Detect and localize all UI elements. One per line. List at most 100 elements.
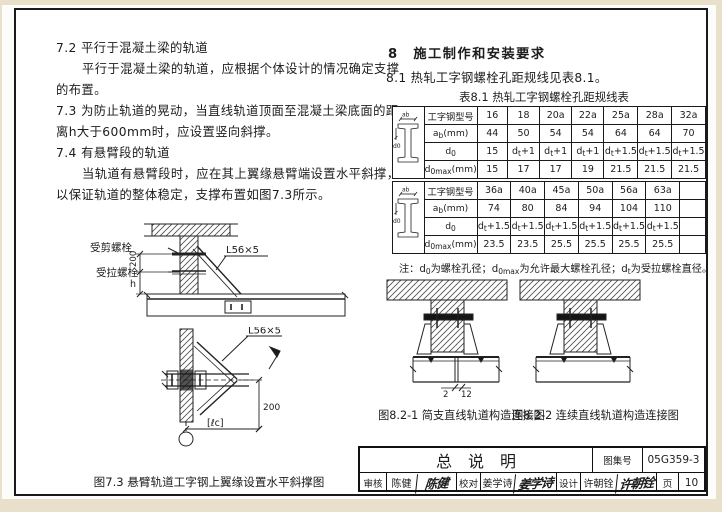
- table-cell: 15: [476, 142, 508, 161]
- table-cell: 25.5: [611, 235, 647, 254]
- row-label: d0max(mm): [423, 160, 478, 179]
- proofreader-name: 姜学诗: [480, 473, 514, 492]
- table-cell: dt+1.5: [645, 217, 681, 236]
- table-cell: 21.5: [603, 160, 639, 179]
- proofreader-label: 校对: [456, 473, 480, 492]
- shear-bolt-label: 受剪螺栓: [90, 241, 132, 254]
- table-cell: 50a: [577, 181, 613, 200]
- concrete-web: [563, 299, 598, 353]
- table-cell: 94: [577, 199, 613, 218]
- section-8-1-paragraph: 8.1 热轧工字钢螺栓孔距规线见表8.1。: [386, 71, 608, 85]
- table-cell: dt+1: [539, 142, 573, 161]
- table-cell: 25a: [603, 106, 639, 125]
- table-cell: dt+1.5: [510, 217, 546, 236]
- title-block: 总说明 图集号 05G359-3 审核 陈健 陈健 校对 姜学诗 姜学诗 设计 …: [358, 446, 706, 494]
- joint-gap-dim: 2: [443, 390, 448, 400]
- table-cell: 54: [571, 124, 605, 143]
- table-cell: 21.5: [637, 160, 673, 179]
- row-label: ab(mm): [423, 199, 478, 218]
- table-cell: 64: [637, 124, 673, 143]
- reviewer-signature: 陈健: [415, 471, 457, 494]
- atlas-number-label: 图集号: [592, 448, 642, 472]
- angle-size-label: L56×5: [226, 245, 259, 256]
- table-cell: dt+1.5: [611, 217, 647, 236]
- designer-name: 许朝铨: [580, 473, 616, 492]
- table-cell: dt+1.5: [671, 142, 706, 161]
- table-cell: 16: [476, 106, 508, 125]
- table-cell: 28a: [637, 106, 673, 125]
- row-label: d0max(mm): [423, 235, 478, 254]
- table-cell: 18: [506, 106, 541, 125]
- dim-200-label: 200: [129, 251, 139, 267]
- table-cell: 54: [539, 124, 573, 143]
- table-8-1-title: 表8.1 热轧工字钢螺栓孔距规线表: [459, 90, 629, 104]
- table-cell: dt+1: [506, 142, 541, 161]
- concrete-web: [179, 235, 199, 295]
- table-cell: 22a: [571, 106, 605, 125]
- row-label: 工字钢型号: [423, 181, 478, 200]
- paper-sheet: 7.2 平行于混凝土梁的轨道 平行于混凝土梁的轨道，应根据个体设计的情况确定支撑…: [2, 5, 716, 499]
- row-label: 工字钢型号: [423, 106, 478, 125]
- table-cell: [679, 217, 706, 236]
- grid-bubble: [178, 431, 194, 447]
- paragraph-line: 的布置。: [56, 83, 107, 97]
- row-label: d0: [423, 142, 478, 161]
- designer-label: 设计: [556, 473, 580, 492]
- table-cell: 63a: [645, 181, 681, 200]
- reviewer-name: 陈健: [386, 473, 416, 492]
- table-cell: dt+1.5: [637, 142, 673, 161]
- table-cell: 50: [506, 124, 541, 143]
- table-cell: [679, 235, 706, 254]
- table-cell: 17: [506, 160, 541, 179]
- table-cell: dt+1: [571, 142, 605, 161]
- diagram-dim-do: d0: [393, 218, 401, 225]
- figure-7-3-caption: 图7.3 悬臂轨道工字钢上翼缘设置水平斜撑图: [93, 475, 325, 489]
- figure-8-2-2-caption: 图8.2-2 连续直线轨道构造连接图: [512, 409, 679, 422]
- table-cell: 36a: [476, 181, 512, 200]
- table-cell: 45a: [544, 181, 579, 200]
- table-cell: 56a: [611, 181, 647, 200]
- diagram-dim-ab: ab: [402, 186, 410, 193]
- section-7-3-paragraph: 7.3 为防止轨道的晃动，当直线轨道顶面至混凝土梁底面的距: [56, 104, 399, 118]
- table-cell: 23.5: [476, 235, 512, 254]
- table-cell: 44: [476, 124, 508, 143]
- table-cell: dt+1.5: [603, 142, 639, 161]
- table-cell: 25.5: [544, 235, 579, 254]
- table-cell: 64: [603, 124, 639, 143]
- table-cell: 74: [476, 199, 512, 218]
- figure-7-3-plan: L56×5 200 [ℓc]: [76, 327, 306, 455]
- table-cell: 17: [539, 160, 573, 179]
- row-label: d0: [423, 217, 478, 236]
- paragraph-line: 离h大于600mm时，应设置竖向斜撑。: [56, 125, 279, 139]
- paragraph-line: 以保证轨道的整体稳定，支撑布置如图7.3所示。: [56, 188, 331, 202]
- page-frame: 7.2 平行于混凝土梁的轨道 平行于混凝土梁的轨道，应根据个体设计的情况确定支撑…: [14, 8, 712, 496]
- joint-edge-dim: 12: [461, 390, 472, 400]
- atlas-number: 05G359-3: [642, 448, 704, 472]
- table-cell: dt+1.5: [577, 217, 613, 236]
- table-cell: 80: [510, 199, 546, 218]
- table-cell: 19: [571, 160, 605, 179]
- title-block-row-1: 总说明 图集号 05G359-3: [360, 448, 704, 473]
- page-number: 10: [678, 473, 704, 492]
- dim-h-label: h: [130, 279, 136, 290]
- sheet-title: 总说明: [435, 452, 532, 471]
- diagram-dim-ab: ab: [402, 111, 410, 118]
- proofreader-signature: 姜学诗: [513, 471, 557, 494]
- table-cell: 40a: [510, 181, 546, 200]
- dim-200-label: 200: [263, 403, 280, 413]
- table-cell: [679, 199, 706, 218]
- concrete-slab: [151, 223, 231, 237]
- figure-8-2-2: [518, 278, 643, 400]
- section-7-2-heading: 7.2 平行于混凝土梁的轨道: [56, 41, 209, 55]
- reviewer-label: 审核: [363, 478, 383, 490]
- table-cell: 110: [645, 199, 681, 218]
- title-block-row-2: 审核 陈健 陈健 校对 姜学诗 姜学诗 设计 许朝铨 许朝铨 页 10: [360, 471, 704, 494]
- concrete-web: [430, 299, 465, 353]
- section-8-heading: 8 施工制作和安装要求: [388, 47, 546, 62]
- table-cell: 23.5: [510, 235, 546, 254]
- ibeam-section-diagram: ab d0: [392, 106, 425, 179]
- table-cell: 25.5: [577, 235, 613, 254]
- page-label: 页: [656, 473, 678, 492]
